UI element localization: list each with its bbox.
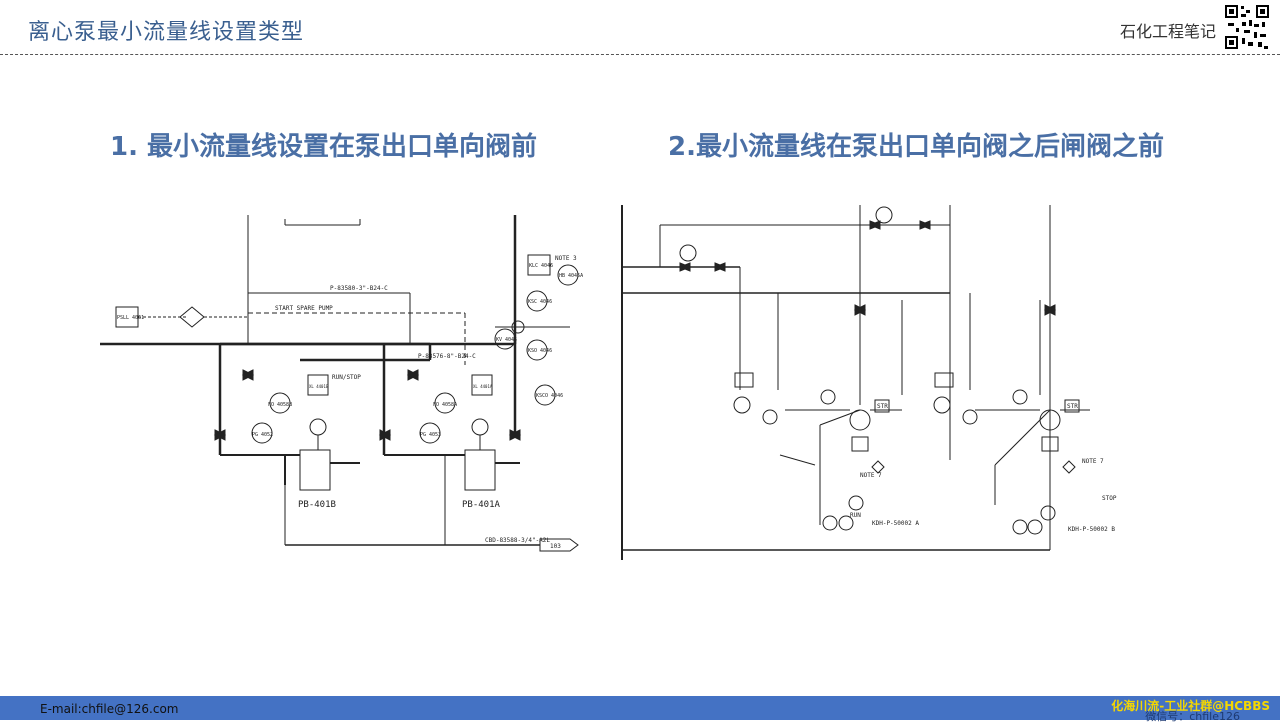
pump-a-label: KDH-P-50002 A — [872, 520, 919, 527]
section-heading-2: 2.最小流量线在泵出口单向阀之后闸阀之前 — [668, 132, 1164, 162]
pg-4052-label: PG 4052 — [252, 432, 273, 438]
kv-label: KV 4046 — [496, 337, 517, 343]
str-label: STR — [877, 403, 888, 410]
xl-4401b-label: XL 4401B — [309, 384, 329, 389]
t103-label: 103 — [550, 543, 561, 550]
run-stop-label: RUN/STOP — [332, 374, 361, 381]
note7-label-b: NOTE 7 — [1082, 458, 1104, 465]
drain-label: CBD-83588-3/4"-A2L — [485, 537, 550, 544]
ksco-label: KSCO 4046 — [536, 393, 563, 399]
xl-4401a-label: XL 4401A — [473, 384, 493, 389]
brand-name: 石化工程笔记 — [1119, 22, 1216, 41]
footer-watermark: 化海川流-工业社群@HCBBS — [1111, 699, 1270, 713]
qr-code-icon — [1224, 4, 1270, 50]
header-divider — [0, 54, 1280, 55]
pssl-label: PSLL 4061 — [117, 315, 144, 321]
footer-email: E-mail:chfile@126.com — [40, 702, 179, 716]
page-title: 离心泵最小流量线设置类型 — [28, 20, 305, 45]
klc-label: KLC 4046 — [529, 263, 553, 269]
fo-4058b-label: FO 4058B — [268, 402, 292, 408]
note3-label: NOTE 3 — [555, 255, 577, 262]
str-label-b: STR — [1067, 403, 1078, 410]
section-heading-1: 1. 最小流量线设置在泵出口单向阀前 — [110, 132, 538, 162]
pump-b-label: KDH-P-50002 B — [1068, 526, 1115, 533]
hb-label: HB 4046A — [559, 273, 583, 279]
kso-label: KSO 4046 — [528, 348, 552, 354]
footer-bar — [0, 696, 1280, 720]
ksc-label: KSC 4046 — [528, 299, 552, 305]
stop-label: STOP — [1102, 495, 1117, 502]
pump-b-label: PB-401B — [298, 500, 336, 510]
pump-a-label: PB-401A — [462, 500, 501, 510]
line2-label: P-83576-8"-B24-C — [418, 353, 476, 360]
pid-diagram-1: PB-401B PB-401A START SPARE PUMP PG 4052… — [100, 215, 583, 552]
pid-diagram-2: KDH-P-50002 A KDH-P-50002 B NOTE 7 NOTE … — [621, 205, 1117, 560]
line1-label: P-83580-3"-B24-C — [330, 285, 388, 292]
fo-4058a-label: FO 4058A — [433, 402, 457, 408]
start-spare-label: START SPARE PUMP — [275, 305, 333, 312]
pg-4053-label: PG 4053 — [420, 432, 441, 438]
run-label: RUN — [850, 512, 861, 519]
note7-label: NOTE 7 — [860, 472, 882, 479]
